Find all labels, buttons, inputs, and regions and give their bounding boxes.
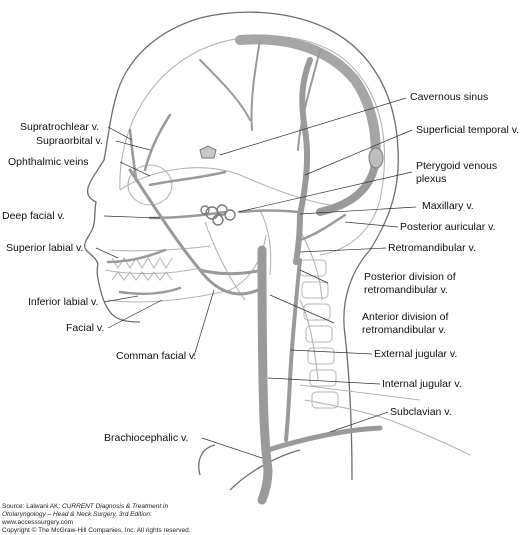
label-external-jugular-vein: External jugular v.	[374, 348, 458, 360]
posterior-auricular-vein	[298, 213, 347, 242]
label-superficial-temporal-vein: Superficial temporal v.	[416, 124, 520, 136]
internal-jugular-vein	[257, 245, 273, 475]
label-brachiocephalic-vein: Brachiocephalic v.	[104, 432, 189, 444]
label-common-facial-vein: Comman facial v.	[116, 350, 197, 362]
superior-labial-vein	[106, 248, 167, 264]
scalp-veins-1	[199, 59, 251, 121]
source-prefix: Source: Lalwani AK:	[2, 503, 62, 510]
label-supratrochlear-vein: Supratrochlear v.	[20, 121, 100, 133]
maxillary-vein	[238, 209, 300, 214]
retromandibular-vein	[293, 212, 303, 265]
facial-vein	[128, 168, 260, 296]
label-retromandibular-vein: Retromandibular v.	[388, 242, 476, 254]
supratrochlear-vein	[128, 128, 138, 180]
source-line-1: Source: Lalwani AK: CURRENT Diagnosis & …	[2, 503, 168, 511]
superior-sagittal-sinus	[235, 34, 381, 170]
source-url: www.accesssurgery.com	[2, 519, 74, 526]
label-maxillary-vein: Maxillary v.	[422, 200, 474, 212]
veins	[106, 34, 383, 505]
label-internal-jugular-vein: Internal jugular v.	[382, 378, 462, 390]
source-book-title: CURRENT Diagnosis & Treatment in	[61, 503, 169, 510]
scalp-veins-3	[297, 49, 321, 151]
label-anterior-division-line2: retromandibular v.	[362, 324, 446, 336]
ear	[368, 147, 384, 169]
label-deep-facial-vein: Deep facial v.	[2, 210, 65, 222]
brachiocephalic-vein	[257, 465, 273, 505]
sigmoid-sinus	[316, 161, 379, 216]
pterygoid-plexus	[200, 204, 236, 226]
label-anterior-division-line1: Anterior division of	[362, 311, 449, 323]
source-book-subtitle: Otolaryngology – Head & Neck Surgery, 3r…	[2, 511, 151, 518]
leader-lines	[95, 97, 417, 459]
label-pterygoid-venous-plexus-line2: plexus	[416, 173, 447, 185]
supraorbital-vein	[143, 113, 172, 172]
label-facial-vein: Facial v.	[66, 322, 105, 334]
label-superior-labial-vein: Superior labial v.	[6, 242, 84, 254]
cavernous-sinus-shape	[199, 145, 217, 159]
copyright: Copyright © The McGraw-Hill Companies, I…	[2, 527, 191, 534]
label-supraorbital-vein: Supraorbital v.	[36, 135, 103, 147]
label-posterior-division-line1: Posterior division of	[364, 271, 456, 283]
superficial-temporal-vein	[297, 57, 313, 218]
label-inferior-labial-vein: Inferior labial v.	[28, 296, 99, 308]
label-ophthalmic-veins: Ophthalmic veins	[8, 156, 89, 168]
common-facial-vein	[198, 268, 264, 276]
subclavian-vein	[265, 425, 383, 453]
scalp-veins-2	[250, 39, 261, 131]
source-line-2: Otolaryngology – Head & Neck Surgery, 3r…	[2, 511, 152, 519]
label-posterior-auricular-vein: Posterior auricular v.	[400, 221, 496, 233]
ophthalmic-veins	[148, 170, 227, 187]
source-colon: :	[150, 511, 152, 518]
label-cavernous-sinus: Cavernous sinus	[410, 91, 489, 103]
label-pterygoid-venous-plexus-line1: Pterygoid venous	[416, 160, 498, 172]
label-subclavian-vein: Subclavian v.	[390, 406, 452, 418]
label-posterior-division-line2: retromandibular v.	[364, 284, 448, 296]
inferior-labial-vein	[118, 286, 182, 296]
external-jugular-vein	[284, 258, 302, 442]
